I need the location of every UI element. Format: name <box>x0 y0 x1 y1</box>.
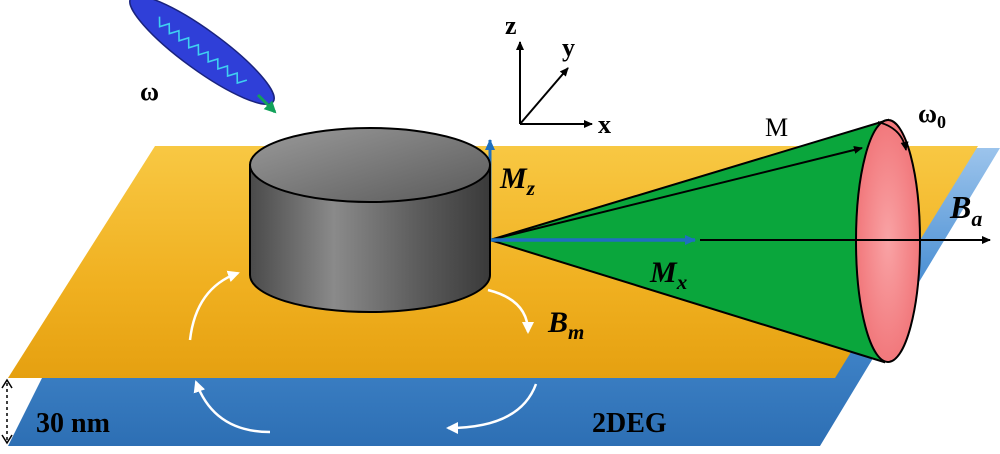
precession-frequency-label: ω0 <box>918 99 946 132</box>
mx-label: Mx <box>649 256 687 294</box>
bm-label: Bm <box>547 306 584 344</box>
precession-arc-arrow <box>877 121 909 151</box>
thickness-label: 30 nm <box>36 408 110 439</box>
axis-x-label: x <box>598 110 611 139</box>
photon-frequency-label: ω <box>140 77 159 106</box>
axis-y-label: y <box>562 33 575 62</box>
mz-label: Mz <box>499 162 536 200</box>
2deg-label: 2DEG <box>592 408 667 439</box>
axis-z-label: z <box>505 11 517 40</box>
magnetization-label: M <box>765 113 788 142</box>
magnet-cylinder <box>249 127 491 313</box>
bm-field-loop <box>188 270 538 434</box>
photon-packet <box>129 0 277 114</box>
ba-label: Ba <box>949 189 982 231</box>
m-vector-arrow <box>489 146 863 241</box>
coordinate-axes <box>516 41 593 128</box>
